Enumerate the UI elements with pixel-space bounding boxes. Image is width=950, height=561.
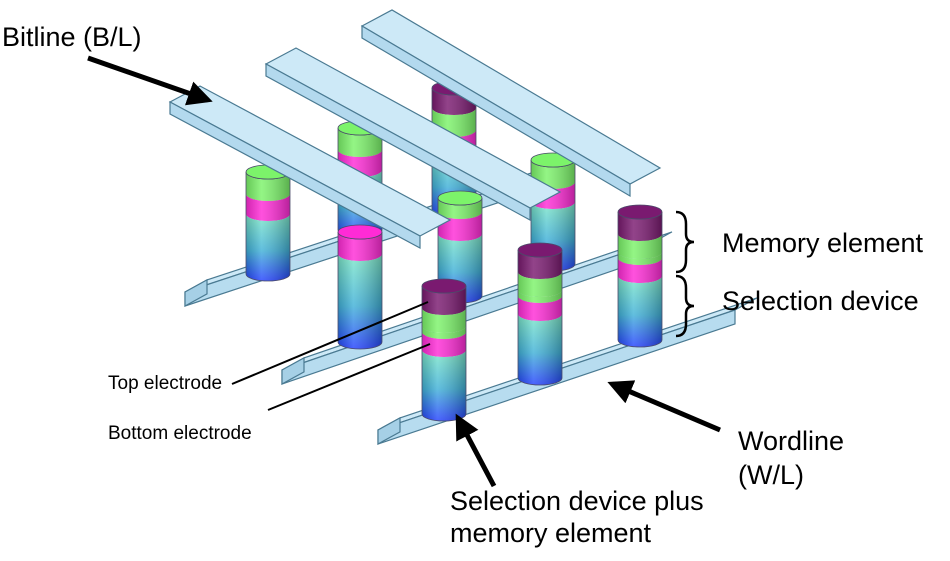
pillar-back-left [245,164,291,282]
wordline-back-end-face [184,278,208,308]
selection-plus-memory-label-line2: memory element [450,518,652,548]
memory-element-label: Memory element [722,228,924,258]
wordline-arrow [607,380,721,433]
wordline-middle-end-face [281,356,305,386]
annotations [87,55,721,488]
bottom-electrode-leader [267,343,431,411]
wordline-abbrev-label: (W/L) [738,460,804,490]
pillar-back-left-shading [245,171,291,282]
wordline-front-end-face [377,416,401,446]
pillar-front-mid-cap [517,242,563,258]
pillar-front-left-cap [421,278,467,294]
top-electrode-label: Top electrode [108,373,223,394]
bottom-electrode-label: Bottom electrode [108,423,252,444]
pillar-front-left [421,278,467,422]
pillar-front-right [617,204,663,348]
selection-device-label: Selection device [722,286,919,316]
bitline-right-top-face [360,9,662,185]
bitline-arrow [87,55,213,106]
pillar-mid-left-cap [337,224,383,240]
wordline-label: Wordline [738,426,845,456]
memory-element-brace [675,210,695,274]
bitline-middle-side-face [265,62,531,222]
pillar-mid-center [437,190,483,304]
bitlines [168,9,662,250]
selection-plus-memory-label: Selection device plus [450,486,704,516]
bitline-middle [264,47,562,222]
pillar-mid-center-cap [437,190,483,206]
front-pillars [421,204,663,422]
bitline-right [360,9,662,198]
selection-device-brace [675,274,695,338]
pillar-front-mid-shading [517,249,563,386]
pillar-front-mid [517,242,563,386]
bitline-right-side-face [361,24,631,198]
top-electrode-leader [231,301,429,385]
bitline-label: Bitline (B/L) [2,22,142,52]
pillar-front-right-shading [617,211,663,348]
pillar-front-left-shading [421,285,467,422]
bitline-left-side-face [169,100,421,250]
selection-plus-memory-arrow [455,413,497,488]
pillar-front-right-cap [617,204,663,220]
